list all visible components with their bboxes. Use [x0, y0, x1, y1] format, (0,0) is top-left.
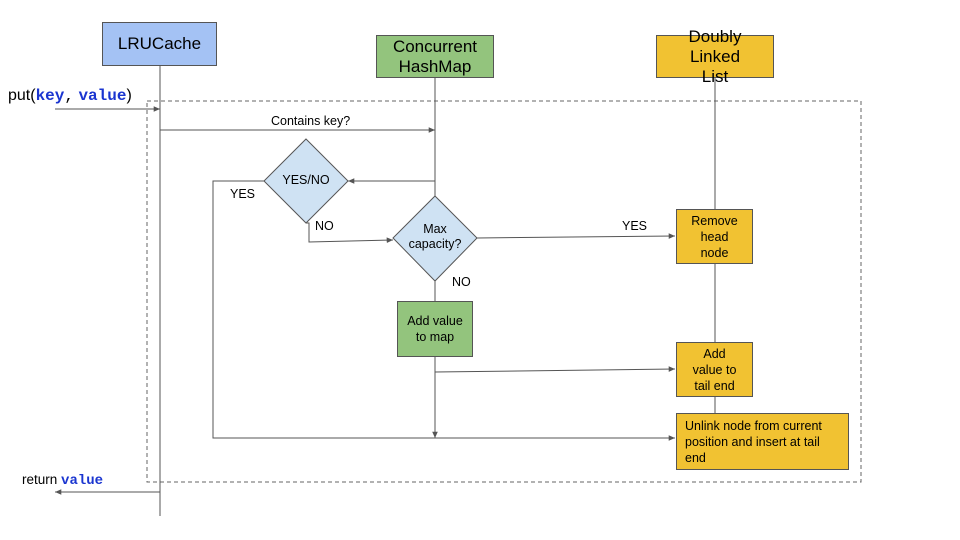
capacity-no-label: NO [452, 275, 471, 289]
yes-path-arrow [212, 180, 675, 441]
add-to-map-box: Add value to map [397, 301, 473, 357]
return-prefix: return [22, 472, 58, 487]
remove-head-label: Remove head node [691, 213, 738, 260]
put-key: key [35, 87, 65, 105]
unlink-node-label: Unlink node from current position and in… [685, 418, 822, 465]
hashmap-header: Concurrent HashMap [376, 35, 494, 78]
capacity-yes-label: YES [622, 219, 648, 233]
put-value: value [78, 87, 127, 105]
max-capacity-label: Max capacity? [408, 222, 462, 251]
put-call-label: put(key, value) [8, 87, 132, 105]
no-branch-label: NO [315, 219, 334, 233]
contains-key-label: Contains key? [271, 114, 351, 128]
return-value: value [61, 473, 104, 489]
put-suffix: ) [126, 87, 132, 104]
add-tail-label: Add value to tail end [692, 346, 737, 393]
remove-head-box: Remove head node [676, 209, 753, 264]
put-sep: , [64, 87, 74, 105]
add-tail-arrow [434, 366, 676, 373]
list-header: Doubly Linked List [656, 27, 774, 86]
list-title: Doubly Linked List [688, 26, 742, 86]
yes-no-label: YES/NO [282, 173, 330, 187]
return-label: return value [22, 472, 103, 489]
hashmap-title: Concurrent HashMap [392, 36, 478, 76]
process-frame [146, 100, 862, 483]
capacity-yes-arrow [476, 233, 676, 239]
lru-cache-title: LRUCache [117, 34, 202, 53]
add-tail-box: Add value to tail end [676, 342, 753, 397]
put-prefix: put( [8, 87, 36, 104]
max-capacity-decision [392, 195, 478, 282]
lru-cache-header: LRUCache [102, 22, 217, 66]
no-path-arrow [306, 222, 394, 243]
add-to-map-label: Add value to map [407, 314, 463, 344]
yes-branch-label: YES [230, 187, 256, 201]
unlink-node-box: Unlink node from current position and in… [676, 413, 849, 470]
